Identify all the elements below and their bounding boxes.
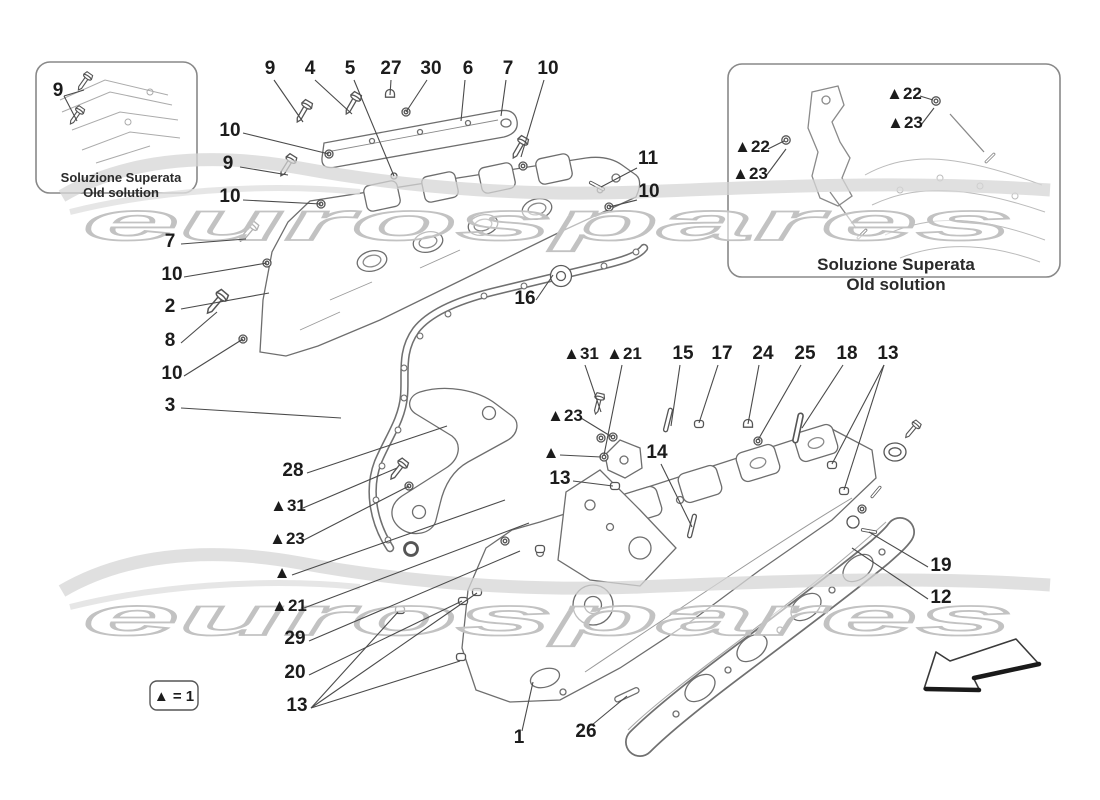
bracket-art — [391, 387, 518, 557]
callout-9a: 9 — [265, 58, 276, 79]
dowel-pin-26-art — [614, 687, 640, 703]
callout-24: 24 — [752, 343, 774, 364]
inset-tr-callout-22a: ▲22 — [734, 137, 770, 156]
inset-tl-caption-line1: Soluzione Superata — [61, 170, 182, 185]
callout-7b: 7 — [165, 231, 176, 252]
callout-tri-a: ▲ — [274, 563, 291, 582]
watermark-text-top: eurospares — [83, 192, 1013, 252]
callout-7a: 7 — [503, 58, 514, 79]
inset-tr-callout-23b: ▲23 — [887, 113, 923, 132]
callout-15: 15 — [672, 343, 694, 364]
callout-20: 20 — [284, 662, 305, 683]
callout-29: 29 — [284, 628, 305, 649]
callout-10e: 10 — [161, 264, 182, 285]
valve-cover-art — [259, 153, 641, 357]
callout-26: 26 — [575, 721, 596, 742]
callout-10c: 10 — [219, 120, 240, 141]
grommet-16-art — [549, 264, 573, 288]
fasteners-art — [201, 88, 923, 662]
callout-19: 19 — [930, 555, 951, 576]
mount-lug-art — [604, 439, 643, 479]
watermark-text-bottom: eurospares — [83, 587, 1013, 647]
callout-10b: 10 — [638, 181, 659, 202]
diagram-line-art — [35, 61, 1061, 757]
cover-rail-art — [321, 109, 518, 169]
cylinder-head-art — [461, 423, 877, 703]
inset-tr-caption-line2: Old solution — [846, 275, 945, 294]
callout-23a: ▲23 — [269, 529, 305, 548]
callout-23b: ▲23 — [547, 406, 583, 425]
callout-9b: 9 — [223, 153, 234, 174]
inset-tl-caption-line2: Old solution — [83, 185, 159, 200]
callout-12: 12 — [930, 587, 951, 608]
inset-tr-callout-23a: ▲23 — [732, 164, 768, 183]
callout-30: 30 — [420, 58, 441, 79]
callout-27: 27 — [380, 58, 401, 79]
callout-31a: ▲31 — [563, 344, 599, 363]
inset-tr-caption-line1: Soluzione Superata — [817, 255, 975, 274]
watermark-swoosh-top — [58, 153, 1051, 202]
callout-10a: 10 — [537, 58, 558, 79]
legend-box: ▲ = 1 — [149, 680, 199, 711]
inset-top-right — [727, 63, 1061, 278]
callout-13c: 13 — [549, 468, 570, 489]
callout-21b: ▲21 — [271, 596, 307, 615]
watermark-layer: eurospares eurospares — [58, 153, 1051, 648]
legend-text: ▲ = 1 — [154, 688, 194, 705]
callout-11: 11 — [638, 148, 659, 169]
callout-17: 17 — [711, 343, 732, 364]
callout-6: 6 — [463, 58, 474, 79]
callout-8: 8 — [165, 330, 176, 351]
callout-4: 4 — [305, 58, 316, 79]
callout-31b: ▲31 — [270, 496, 306, 515]
callout-2: 2 — [165, 296, 176, 317]
inset-tr-callout-22b: ▲22 — [886, 84, 922, 103]
leader-lines — [63, 79, 935, 732]
inset-captions: Soluzione Superata Old solution Soluzion… — [61, 170, 976, 294]
callout-1: 1 — [514, 727, 525, 748]
callout-16: 16 — [514, 288, 535, 309]
lower-gasket-art — [368, 243, 649, 553]
direction-arrow — [923, 638, 1042, 693]
callout-10d: 10 — [219, 186, 240, 207]
callout-labels: 9 4 5 27 30 6 7 10 11 10 10 9 10 7 10 2 … — [53, 58, 952, 748]
callout-18: 18 — [836, 343, 857, 364]
callout-5: 5 — [345, 58, 356, 79]
callout-13a: 13 — [877, 343, 898, 364]
watermark-swoosh-bottom — [58, 548, 1051, 597]
callout-10f: 10 — [161, 363, 182, 384]
callout-tri-b: ▲ — [543, 443, 560, 462]
callout-14: 14 — [646, 442, 668, 463]
callout-13b: 13 — [286, 695, 307, 716]
callout-3: 3 — [165, 395, 176, 416]
inset-tl-callout-9: 9 — [53, 80, 64, 101]
inset-top-left — [35, 61, 198, 194]
callout-28: 28 — [282, 460, 303, 481]
callout-25: 25 — [794, 343, 816, 364]
callout-21a: ▲21 — [606, 344, 642, 363]
